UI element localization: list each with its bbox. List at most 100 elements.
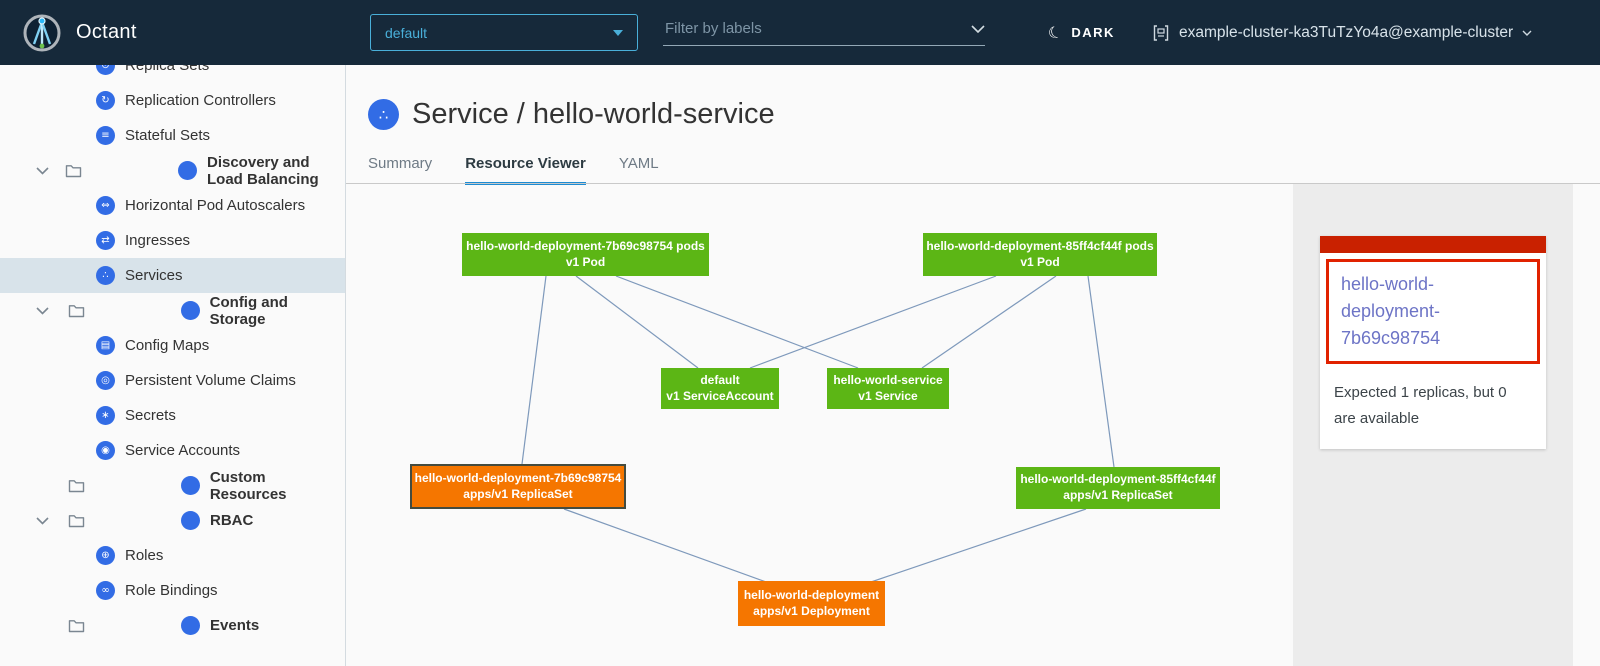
chevron-down-icon[interactable] xyxy=(971,25,985,33)
node-name: hello-world-deployment-85ff4cf44f pods xyxy=(926,239,1153,255)
theme-toggle-button[interactable]: ☾ DARK xyxy=(1048,0,1115,65)
status-message: Expected 1 replicas, but 0 are available xyxy=(1320,370,1546,449)
chevron-down-icon[interactable] xyxy=(36,307,52,315)
resource-icon xyxy=(181,616,200,635)
node-kind: v1 Pod xyxy=(1020,255,1059,271)
chevron-down-icon[interactable] xyxy=(36,517,52,525)
replica-sets-icon: ⊙ xyxy=(96,65,115,75)
sidebar-item-replica-sets[interactable]: ⊙ Replica Sets xyxy=(0,65,345,83)
graph-node-service-hello-world[interactable]: hello-world-service v1 Service xyxy=(827,368,949,409)
sidebar-item-label: Secrets xyxy=(125,407,176,424)
chevron-down-icon xyxy=(1522,30,1532,36)
horizontal-pod-autoscalers-icon: ⇔ xyxy=(96,196,115,215)
panel-gutter xyxy=(1573,184,1600,666)
sidebar-item-config-and-storage[interactable]: Config and Storage xyxy=(0,293,345,328)
node-name: hello-world-deployment-7b69c98754 xyxy=(415,471,622,487)
sidebar-item-label: Service Accounts xyxy=(125,442,240,459)
sidebar-item-label: Horizontal Pod Autoscalers xyxy=(125,197,305,214)
node-kind: apps/v1 ReplicaSet xyxy=(463,487,572,503)
moon-icon: ☾ xyxy=(1045,21,1065,44)
graph-node-replicaset-7b69c98754[interactable]: hello-world-deployment-7b69c98754 apps/v… xyxy=(410,464,626,509)
node-kind: v1 ServiceAccount xyxy=(666,389,773,405)
sidebar-item-label: Events xyxy=(210,617,259,634)
sidebar-item-label: Persistent Volume Claims xyxy=(125,372,296,389)
sidebar-item-horizontal-pod-autoscalers[interactable]: ⇔ Horizontal Pod Autoscalers xyxy=(0,188,345,223)
config-maps-icon: ▤ xyxy=(96,336,115,355)
resource-detail-card: hello-world-deployment-7b69c98754 Expect… xyxy=(1320,236,1546,449)
sidebar-item-stateful-sets[interactable]: ≡ Stateful Sets xyxy=(0,118,345,153)
sidebar-item-label: Replication Controllers xyxy=(125,92,276,109)
resource-icon xyxy=(181,301,200,320)
namespace-select[interactable]: default xyxy=(370,14,638,51)
graph-node-replicaset-85ff4cf44f[interactable]: hello-world-deployment-85ff4cf44f apps/v… xyxy=(1016,467,1220,509)
services-icon: ∴ xyxy=(96,266,115,285)
node-kind: v1 Pod xyxy=(566,255,605,271)
resource-link[interactable]: hello-world-deployment-7b69c98754 xyxy=(1341,274,1440,348)
resource-icon xyxy=(181,511,200,530)
sidebar-item-rbac[interactable]: RBAC xyxy=(0,503,345,538)
sidebar-item-role-bindings[interactable]: ∞ Role Bindings xyxy=(0,573,345,608)
stateful-sets-icon: ≡ xyxy=(96,126,115,145)
folder-icon xyxy=(68,619,85,633)
caret-down-icon xyxy=(613,30,623,36)
sidebar-item-custom-resources[interactable]: Custom Resources xyxy=(0,468,345,503)
label-filter xyxy=(663,12,985,46)
sidebar-item-label: Discovery and Load Balancing xyxy=(207,154,345,188)
folder-icon xyxy=(65,164,82,178)
sidebar-item-secrets[interactable]: ∗ Secrets xyxy=(0,398,345,433)
sidebar-item-service-accounts[interactable]: ◉ Service Accounts xyxy=(0,433,345,468)
resource-viewer-graph: hello-world-deployment-7b69c98754 pods v… xyxy=(346,65,1293,666)
sidebar-item-label: Config Maps xyxy=(125,337,209,354)
sidebar-item-label: Replica Sets xyxy=(125,65,209,74)
folder-icon xyxy=(68,514,85,528)
node-name: hello-world-deployment xyxy=(744,588,879,604)
node-name: hello-world-deployment-7b69c98754 pods xyxy=(466,239,705,255)
replication-controllers-icon: ↻ xyxy=(96,91,115,110)
graph-edges xyxy=(346,65,1293,666)
graph-node-deployment[interactable]: hello-world-deployment apps/v1 Deploymen… xyxy=(738,581,885,626)
sidebar-item-label: Ingresses xyxy=(125,232,190,249)
sidebar-item-replication-controllers[interactable]: ↻ Replication Controllers xyxy=(0,83,345,118)
sidebar-item-label: Config and Storage xyxy=(210,294,345,328)
sidebar-item-label: Roles xyxy=(125,547,163,564)
secrets-icon: ∗ xyxy=(96,406,115,425)
app-header: Octant default ☾ DARK example-cluster-ka… xyxy=(0,0,1600,65)
node-kind: v1 Service xyxy=(858,389,917,405)
folder-icon xyxy=(68,304,85,318)
node-kind: apps/v1 ReplicaSet xyxy=(1063,488,1172,504)
sidebar-item-services[interactable]: ∴ Services xyxy=(0,258,345,293)
cluster-icon xyxy=(1152,24,1170,42)
persistent-volume-claims-icon: ◎ xyxy=(96,371,115,390)
sidebar-item-label: RBAC xyxy=(210,512,253,529)
app-title: Octant xyxy=(76,21,137,44)
graph-node-pod-7b69c98754[interactable]: hello-world-deployment-7b69c98754 pods v… xyxy=(462,233,709,276)
node-name: default xyxy=(700,373,739,389)
sidebar-item-config-maps[interactable]: ▤ Config Maps xyxy=(0,328,345,363)
octant-logo-icon xyxy=(22,13,62,53)
error-highlight-box: hello-world-deployment-7b69c98754 xyxy=(1326,259,1540,364)
sidebar-item-label: Stateful Sets xyxy=(125,127,210,144)
sidebar-item-label: Role Bindings xyxy=(125,582,218,599)
sidebar-item-label: Services xyxy=(125,267,183,284)
context-switcher[interactable]: example-cluster-ka3TuTzYo4a@example-clus… xyxy=(1152,0,1532,65)
sidebar-item-discovery-and-load-balancing[interactable]: Discovery and Load Balancing xyxy=(0,153,345,188)
chevron-down-icon[interactable] xyxy=(36,167,49,175)
sidebar-item-persistent-volume-claims[interactable]: ◎ Persistent Volume Claims xyxy=(0,363,345,398)
resource-icon xyxy=(178,161,197,180)
theme-toggle-label: DARK xyxy=(1071,25,1115,40)
node-name: hello-world-deployment-85ff4cf44f xyxy=(1020,472,1215,488)
sidebar-item-label: Custom Resources xyxy=(210,469,345,503)
detail-panel: hello-world-deployment-7b69c98754 Expect… xyxy=(1293,184,1573,666)
sidebar-nav: ⊙ Replica Sets ↻ Replication Controllers… xyxy=(0,65,346,666)
graph-node-service-account-default[interactable]: default v1 ServiceAccount xyxy=(661,368,779,409)
sidebar-item-roles[interactable]: ⊕ Roles xyxy=(0,538,345,573)
label-filter-input[interactable] xyxy=(663,19,937,38)
graph-node-pod-85ff4cf44f[interactable]: hello-world-deployment-85ff4cf44f pods v… xyxy=(923,233,1157,276)
service-accounts-icon: ◉ xyxy=(96,441,115,460)
roles-icon: ⊕ xyxy=(96,546,115,565)
sidebar-item-events[interactable]: Events xyxy=(0,608,345,643)
role-bindings-icon: ∞ xyxy=(96,581,115,600)
divider xyxy=(346,183,1600,184)
sidebar-item-ingresses[interactable]: ⇄ Ingresses xyxy=(0,223,345,258)
